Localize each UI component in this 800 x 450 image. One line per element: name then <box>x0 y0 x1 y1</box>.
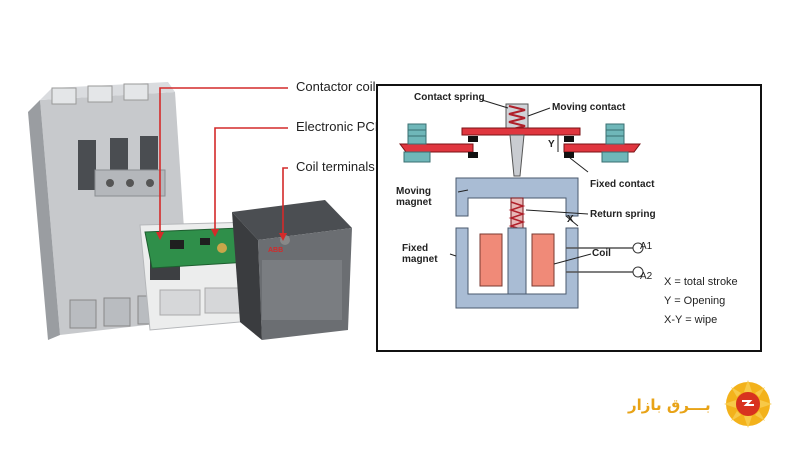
label-moving-magnet: Moving magnet <box>396 186 432 208</box>
label-moving-contact: Moving contact <box>552 102 626 113</box>
legend-opening: Y = Opening <box>664 295 726 307</box>
label-return-spring: Return spring <box>590 209 656 220</box>
label-a2: A2 <box>640 271 653 282</box>
label-fixed-contact: Fixed contact <box>590 179 655 190</box>
fixed-contact-left <box>399 143 474 153</box>
coil-terminal-block <box>232 200 352 340</box>
callout-arrows <box>159 87 288 236</box>
moving-magnet-shape <box>455 177 579 217</box>
label-coil: Coil <box>592 248 611 259</box>
brand-text: بـــرق بازار <box>628 396 711 414</box>
legend-wipe: X-Y = wipe <box>664 314 718 326</box>
fixed-contact-right <box>563 143 641 153</box>
fixed-magnet-shape <box>455 227 579 309</box>
coil-left <box>479 233 503 287</box>
schematic-drawing <box>399 99 644 309</box>
bolt-right <box>601 123 629 163</box>
sunflower-icon <box>724 380 772 428</box>
moving-contact-bar <box>461 127 581 136</box>
callout-line-coil <box>159 87 288 235</box>
callout-line-pcb <box>214 127 288 232</box>
callout-line-terminals <box>282 167 288 236</box>
pointer-lines <box>449 99 592 265</box>
label-fixed-magnet: Fixed magnet <box>402 243 438 265</box>
label-y-mark: Y <box>548 139 555 150</box>
callout-electronic-pcb: Electronic PCB <box>296 119 384 134</box>
label-contact-spring: Contact spring <box>414 92 485 103</box>
label-x-mark: X <box>567 214 574 225</box>
callout-contactor-coil: Contactor coil <box>296 79 376 94</box>
bolt-left <box>403 123 431 163</box>
terminal-a2 <box>632 266 644 278</box>
label-a1: A1 <box>640 241 653 252</box>
legend-total-stroke: X = total stroke <box>664 276 738 288</box>
callout-coil-terminals: Coil terminals <box>296 159 375 174</box>
abb-label: ABB <box>268 247 284 254</box>
terminal-a1 <box>632 242 644 254</box>
contactor-schematic: Contact spring Moving contact Y Fixed co… <box>376 84 762 352</box>
coil-right <box>531 233 555 287</box>
brand-logo <box>724 380 772 428</box>
